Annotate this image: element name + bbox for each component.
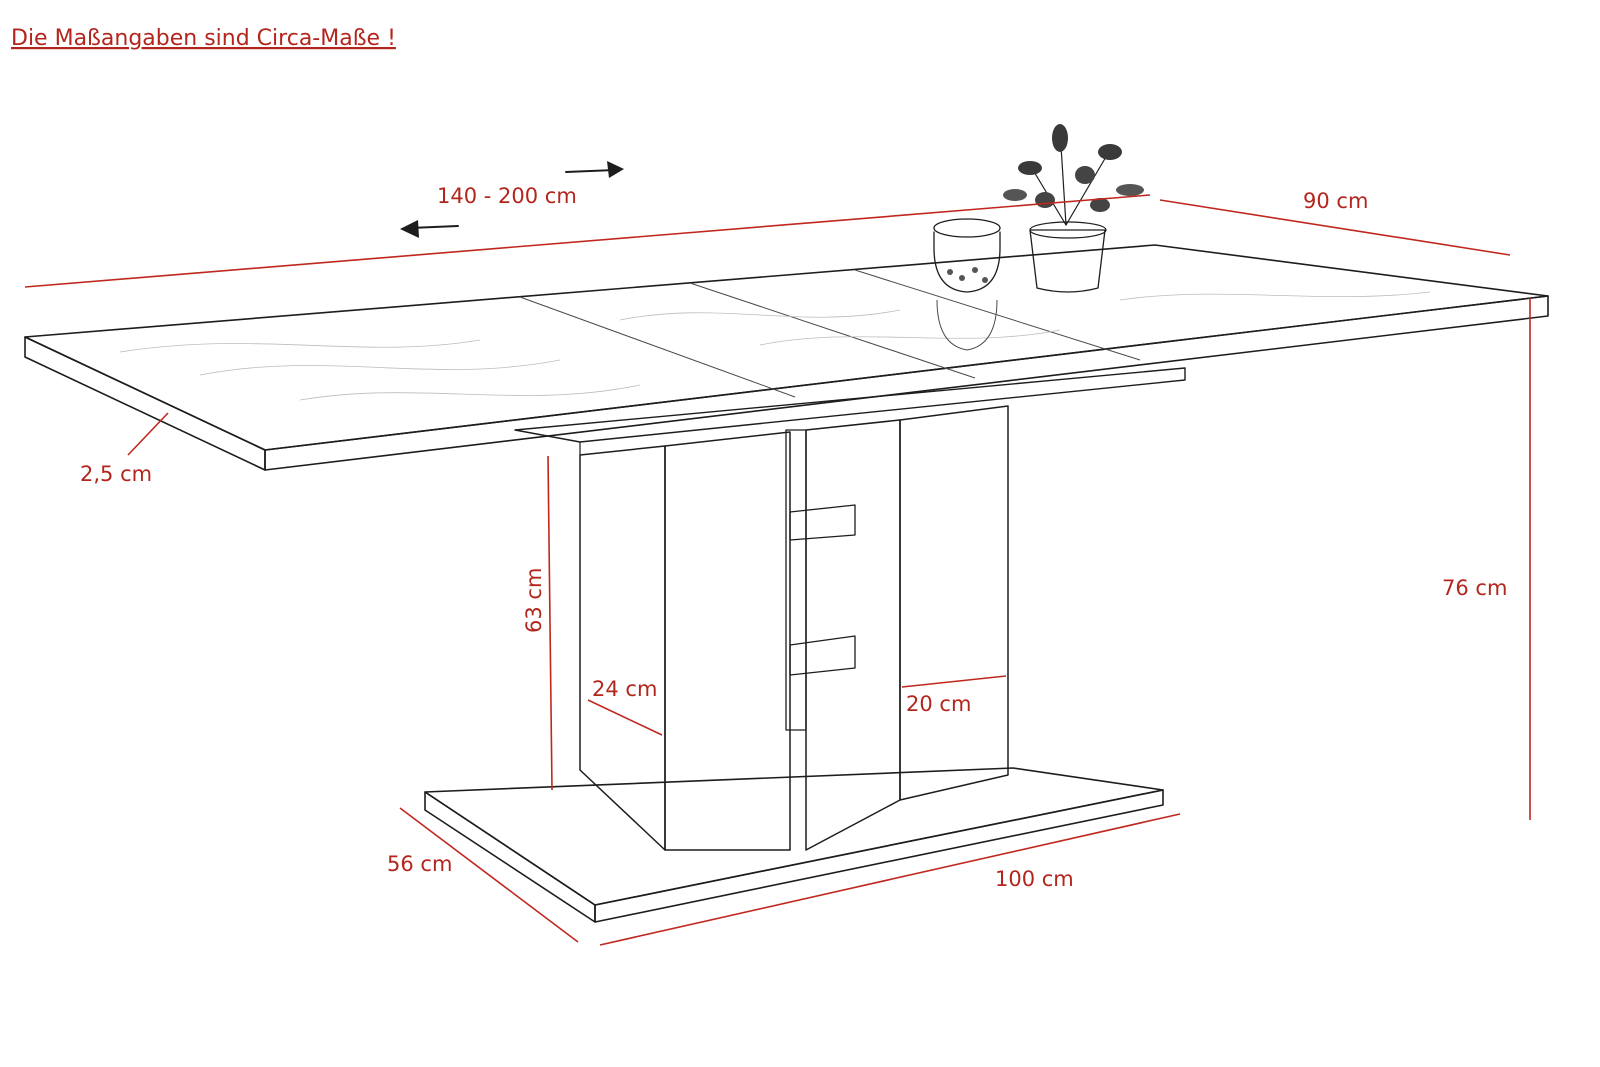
potted-plant-decoration [1003,124,1144,293]
arrow-right-shaft [565,169,616,173]
base-depth-line [399,807,579,943]
column-connector-tab [789,504,856,541]
tabletop-front-edge [24,336,266,471]
jar-decoration [933,218,1001,351]
plant-leaf [1035,192,1055,208]
plant-leaf [1090,198,1110,212]
dimension-lines [24,194,1531,946]
jar-lid [933,218,1001,238]
column-right-depth-label: 20 cm [906,692,971,716]
plant-pot [1029,229,1106,293]
plant-leaf [1003,189,1027,201]
leaf-seam-1 [519,296,796,398]
leaf-seam-2 [689,282,976,379]
column-height-label: 63 cm [522,568,546,633]
arrow-left-icon [400,220,419,238]
table-sketch [24,124,1549,923]
column-center-spine [785,429,807,731]
base-depth-label: 56 cm [387,852,452,876]
grain-line [619,309,901,321]
column-left-front [664,431,791,851]
length-dimension-line [24,194,1151,288]
grain-line [1119,291,1431,301]
column-height-line [547,455,553,791]
plant-leaf [1018,161,1042,175]
plant-stem [1065,149,1111,226]
plant-leaf [1098,144,1122,160]
grain-line [759,329,1061,346]
column-left-depth-line [587,699,663,736]
plant-leaf [1052,124,1068,152]
grain-line [299,384,641,401]
column-right-front [899,405,1009,801]
top-thickness-label: 2,5 cm [80,462,152,486]
column-right-depth-line [901,675,1007,688]
arrow-right-icon [607,161,624,178]
jar-content [959,275,965,281]
height-label: 76 cm [1442,576,1507,600]
depth-dimension-line [1159,199,1511,256]
dimension-note: Die Maßangaben sind Circa-Maße ! [11,26,396,51]
thickness-leader-line [127,412,169,456]
grain-line [199,359,561,376]
jar-content [947,269,953,275]
dimension-labels: 140 - 200 cm 90 cm 2,5 cm 76 cm 63 cm 24… [80,184,1507,891]
jar-content [972,267,978,273]
depth-label: 90 cm [1303,189,1368,213]
base-width-label: 100 cm [995,867,1074,891]
grain-line [119,339,481,353]
jar-body [933,231,1001,293]
tabletop-surface [24,244,1549,451]
under-frame [514,367,1186,443]
column-connector-tab [789,635,856,676]
column-left-depth-label: 24 cm [592,677,657,701]
jar-content [982,277,988,283]
column-left-face [579,445,666,851]
leaf-seam-3 [854,269,1141,361]
jar-reflection [936,299,998,351]
length-label: 140 - 200 cm [437,184,577,208]
base-plate-side [594,789,1164,923]
tabletop-side-edge [264,295,1549,471]
extension-arrows [400,161,624,238]
plant-leaf [1116,184,1144,196]
plant-leaf [1075,166,1095,184]
base-width-line [599,813,1181,946]
column-right-face [805,419,901,851]
